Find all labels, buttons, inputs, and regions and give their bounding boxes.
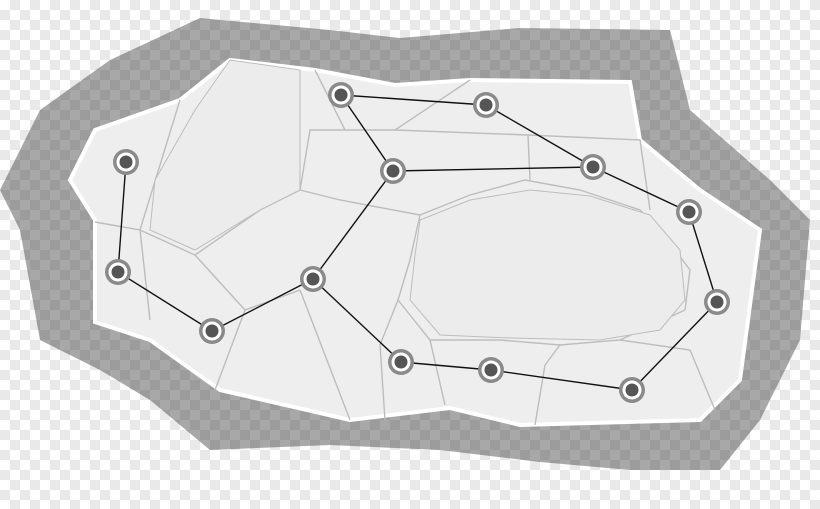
node-core [484, 363, 498, 377]
network-edge [485, 104, 594, 168]
node-layer [105, 82, 730, 403]
network-edge [490, 369, 633, 391]
center-hole-region [409, 189, 686, 341]
network-node [580, 154, 606, 180]
network-node [300, 266, 326, 292]
network-edge [631, 301, 718, 391]
node-core [111, 265, 125, 279]
network-node [619, 377, 645, 403]
node-core [625, 383, 639, 397]
node-core [119, 155, 133, 169]
network-edge [392, 166, 594, 172]
network-node [704, 289, 730, 315]
network-node [676, 199, 702, 225]
network-edge [312, 170, 394, 280]
node-core [334, 88, 348, 102]
network-edge [117, 161, 127, 273]
network-edge [688, 211, 718, 303]
network-edge [211, 278, 314, 332]
network-edge [117, 271, 213, 332]
network-node [328, 82, 354, 108]
network-edge [400, 361, 492, 371]
node-core [205, 324, 219, 338]
node-core [394, 355, 408, 369]
network-node [105, 259, 131, 285]
network-node [388, 349, 414, 375]
network-node [199, 318, 225, 344]
node-core [306, 272, 320, 286]
network-node [478, 357, 504, 383]
network-node [113, 149, 139, 175]
network-node [380, 158, 406, 184]
node-core [710, 295, 724, 309]
network-edge [340, 94, 394, 172]
network-edge [312, 278, 402, 363]
node-core [479, 98, 493, 112]
network-edge [592, 166, 690, 213]
node-core [386, 164, 400, 178]
network-edge [340, 94, 487, 106]
left-hole-region [149, 59, 301, 251]
node-core [586, 160, 600, 174]
edge-layer [117, 94, 718, 391]
network-node [473, 92, 499, 118]
node-core [682, 205, 696, 219]
